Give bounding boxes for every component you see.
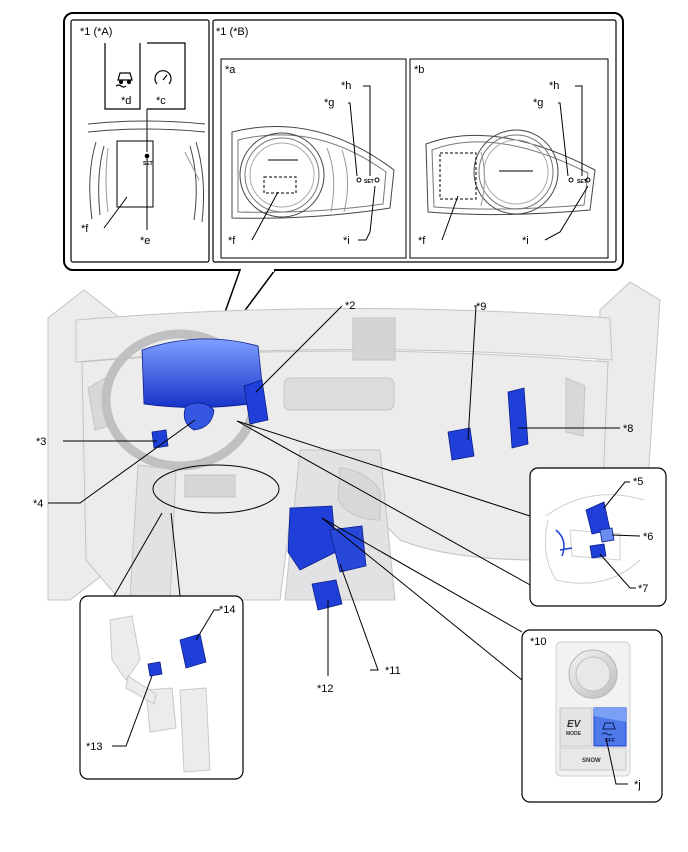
subpanel-a-label: *a xyxy=(225,64,236,76)
callout-c: *c xyxy=(156,95,166,107)
leader-f-a xyxy=(103,196,128,229)
switch-pointer-upper xyxy=(321,517,523,633)
leader-i-b xyxy=(544,185,589,241)
subpanel-b-label: *b xyxy=(414,64,424,76)
pedal-ghost xyxy=(109,615,211,773)
leader-h-b xyxy=(575,85,583,176)
switch-pointer-lower xyxy=(321,517,523,681)
stop-switch-13 xyxy=(147,661,163,677)
leader-g-b xyxy=(558,102,569,177)
set-mark: SET xyxy=(143,161,153,167)
switch-6 xyxy=(599,527,615,543)
detail-pointer-upper xyxy=(236,420,531,517)
vsc-off-label: OFF xyxy=(605,738,615,744)
callout-e: *e xyxy=(140,235,150,247)
subpanel-a-meter xyxy=(231,126,395,219)
vsc-off-icon xyxy=(601,722,616,736)
leader-11 xyxy=(339,563,379,671)
leader-13 xyxy=(112,675,153,747)
callout-12: *12 xyxy=(317,683,334,695)
callout-5: *5 xyxy=(633,476,643,488)
slip-indicator-icon xyxy=(115,72,133,88)
highlighted-parts xyxy=(141,338,529,611)
subpanel-b-frame xyxy=(409,58,609,259)
set-mark-a: SET xyxy=(364,179,374,185)
callout-8: *8 xyxy=(623,423,633,435)
callout-g-a: *g xyxy=(324,97,334,109)
mode-knob-inner xyxy=(575,656,611,692)
callout-2: *2 xyxy=(345,300,355,312)
ecu-8 xyxy=(507,387,529,449)
meter-inset-group: *1 (*A) *1 (*B) *a *b *d *c xyxy=(63,12,624,271)
callout-i-a: *i xyxy=(343,235,350,247)
panel-a-meter xyxy=(87,120,206,223)
speedometer-icon xyxy=(154,70,172,85)
pedal-area-circle xyxy=(152,464,280,514)
callout-14: *14 xyxy=(219,604,236,616)
leader-g-a xyxy=(348,102,358,177)
callout-13: *13 xyxy=(86,741,103,753)
console-switch xyxy=(287,505,337,571)
callout-11: *11 xyxy=(385,665,401,677)
leader-5 xyxy=(603,481,630,509)
steering-detail-inset: *5 *6 *7 xyxy=(529,467,667,607)
switch-detail-inset: *10 EV MODE OFF SNOW *j xyxy=(521,629,663,803)
ev-mode-switch xyxy=(559,707,593,747)
leader-6 xyxy=(611,534,641,537)
callout-3: *3 xyxy=(36,436,46,448)
callout-6: *6 xyxy=(643,531,653,543)
ev-label: EV xyxy=(567,719,582,730)
leader-9 xyxy=(467,305,477,441)
leader-f-b xyxy=(251,191,279,241)
leader-j xyxy=(605,737,628,785)
callout-j: *j xyxy=(634,779,641,791)
callout-9: *9 xyxy=(476,301,486,313)
pedal-detail-inset: *14 *13 xyxy=(79,595,244,780)
callout-h-b: *h xyxy=(549,80,559,92)
set-mark-b: SET xyxy=(577,179,587,185)
pedal-pointer-right xyxy=(170,512,181,597)
pedal-pointer-left xyxy=(113,512,163,597)
leader-7 xyxy=(599,553,636,589)
leader-f-c xyxy=(441,195,459,241)
snow-label: SNOW xyxy=(582,758,601,764)
subpanel-b-meter xyxy=(425,129,596,216)
inset-pointer-mask xyxy=(241,266,274,272)
pedal-detail-frame xyxy=(79,595,244,780)
callout-10: *10 xyxy=(530,636,547,648)
steering-switch xyxy=(151,429,169,449)
harness-part xyxy=(555,529,573,557)
ev-mode-label: MODE xyxy=(566,731,582,737)
ecu-9 xyxy=(447,427,475,461)
leader-2 xyxy=(255,305,343,393)
vsc-off-highlight xyxy=(594,708,626,722)
panel-a-indicators xyxy=(104,42,186,110)
callout-i-b: *i xyxy=(522,235,529,247)
panel-a-label: *1 (*A) xyxy=(80,26,112,38)
callout-g-b: *g xyxy=(533,97,543,109)
main-callouts: *2 *3 *4 *9 *8 *11 *12 xyxy=(33,300,633,695)
steering-detail-frame xyxy=(529,467,667,607)
leader-h-a xyxy=(363,85,371,176)
panel-b-label: *1 (*B) xyxy=(216,26,248,38)
callout-d: *d xyxy=(121,95,131,107)
leader-i-a xyxy=(358,185,376,241)
callout-f-b: *f xyxy=(228,235,236,247)
callout-4: *4 xyxy=(33,498,43,510)
detail-pointer-lower xyxy=(236,420,533,587)
callout-f-c: *f xyxy=(418,235,426,247)
leader-14 xyxy=(195,609,220,641)
meter-side-part xyxy=(243,379,269,425)
callout-7: *7 xyxy=(638,583,648,595)
leader-4 xyxy=(48,419,196,504)
switch-7 xyxy=(589,543,607,559)
part-12 xyxy=(311,579,343,611)
subpanel-a-frame xyxy=(220,58,407,259)
spiral-cable xyxy=(183,402,215,431)
callout-f-a: *f xyxy=(81,223,89,235)
callout-h-a: *h xyxy=(341,80,351,92)
pedal-sensor-14 xyxy=(179,633,207,669)
